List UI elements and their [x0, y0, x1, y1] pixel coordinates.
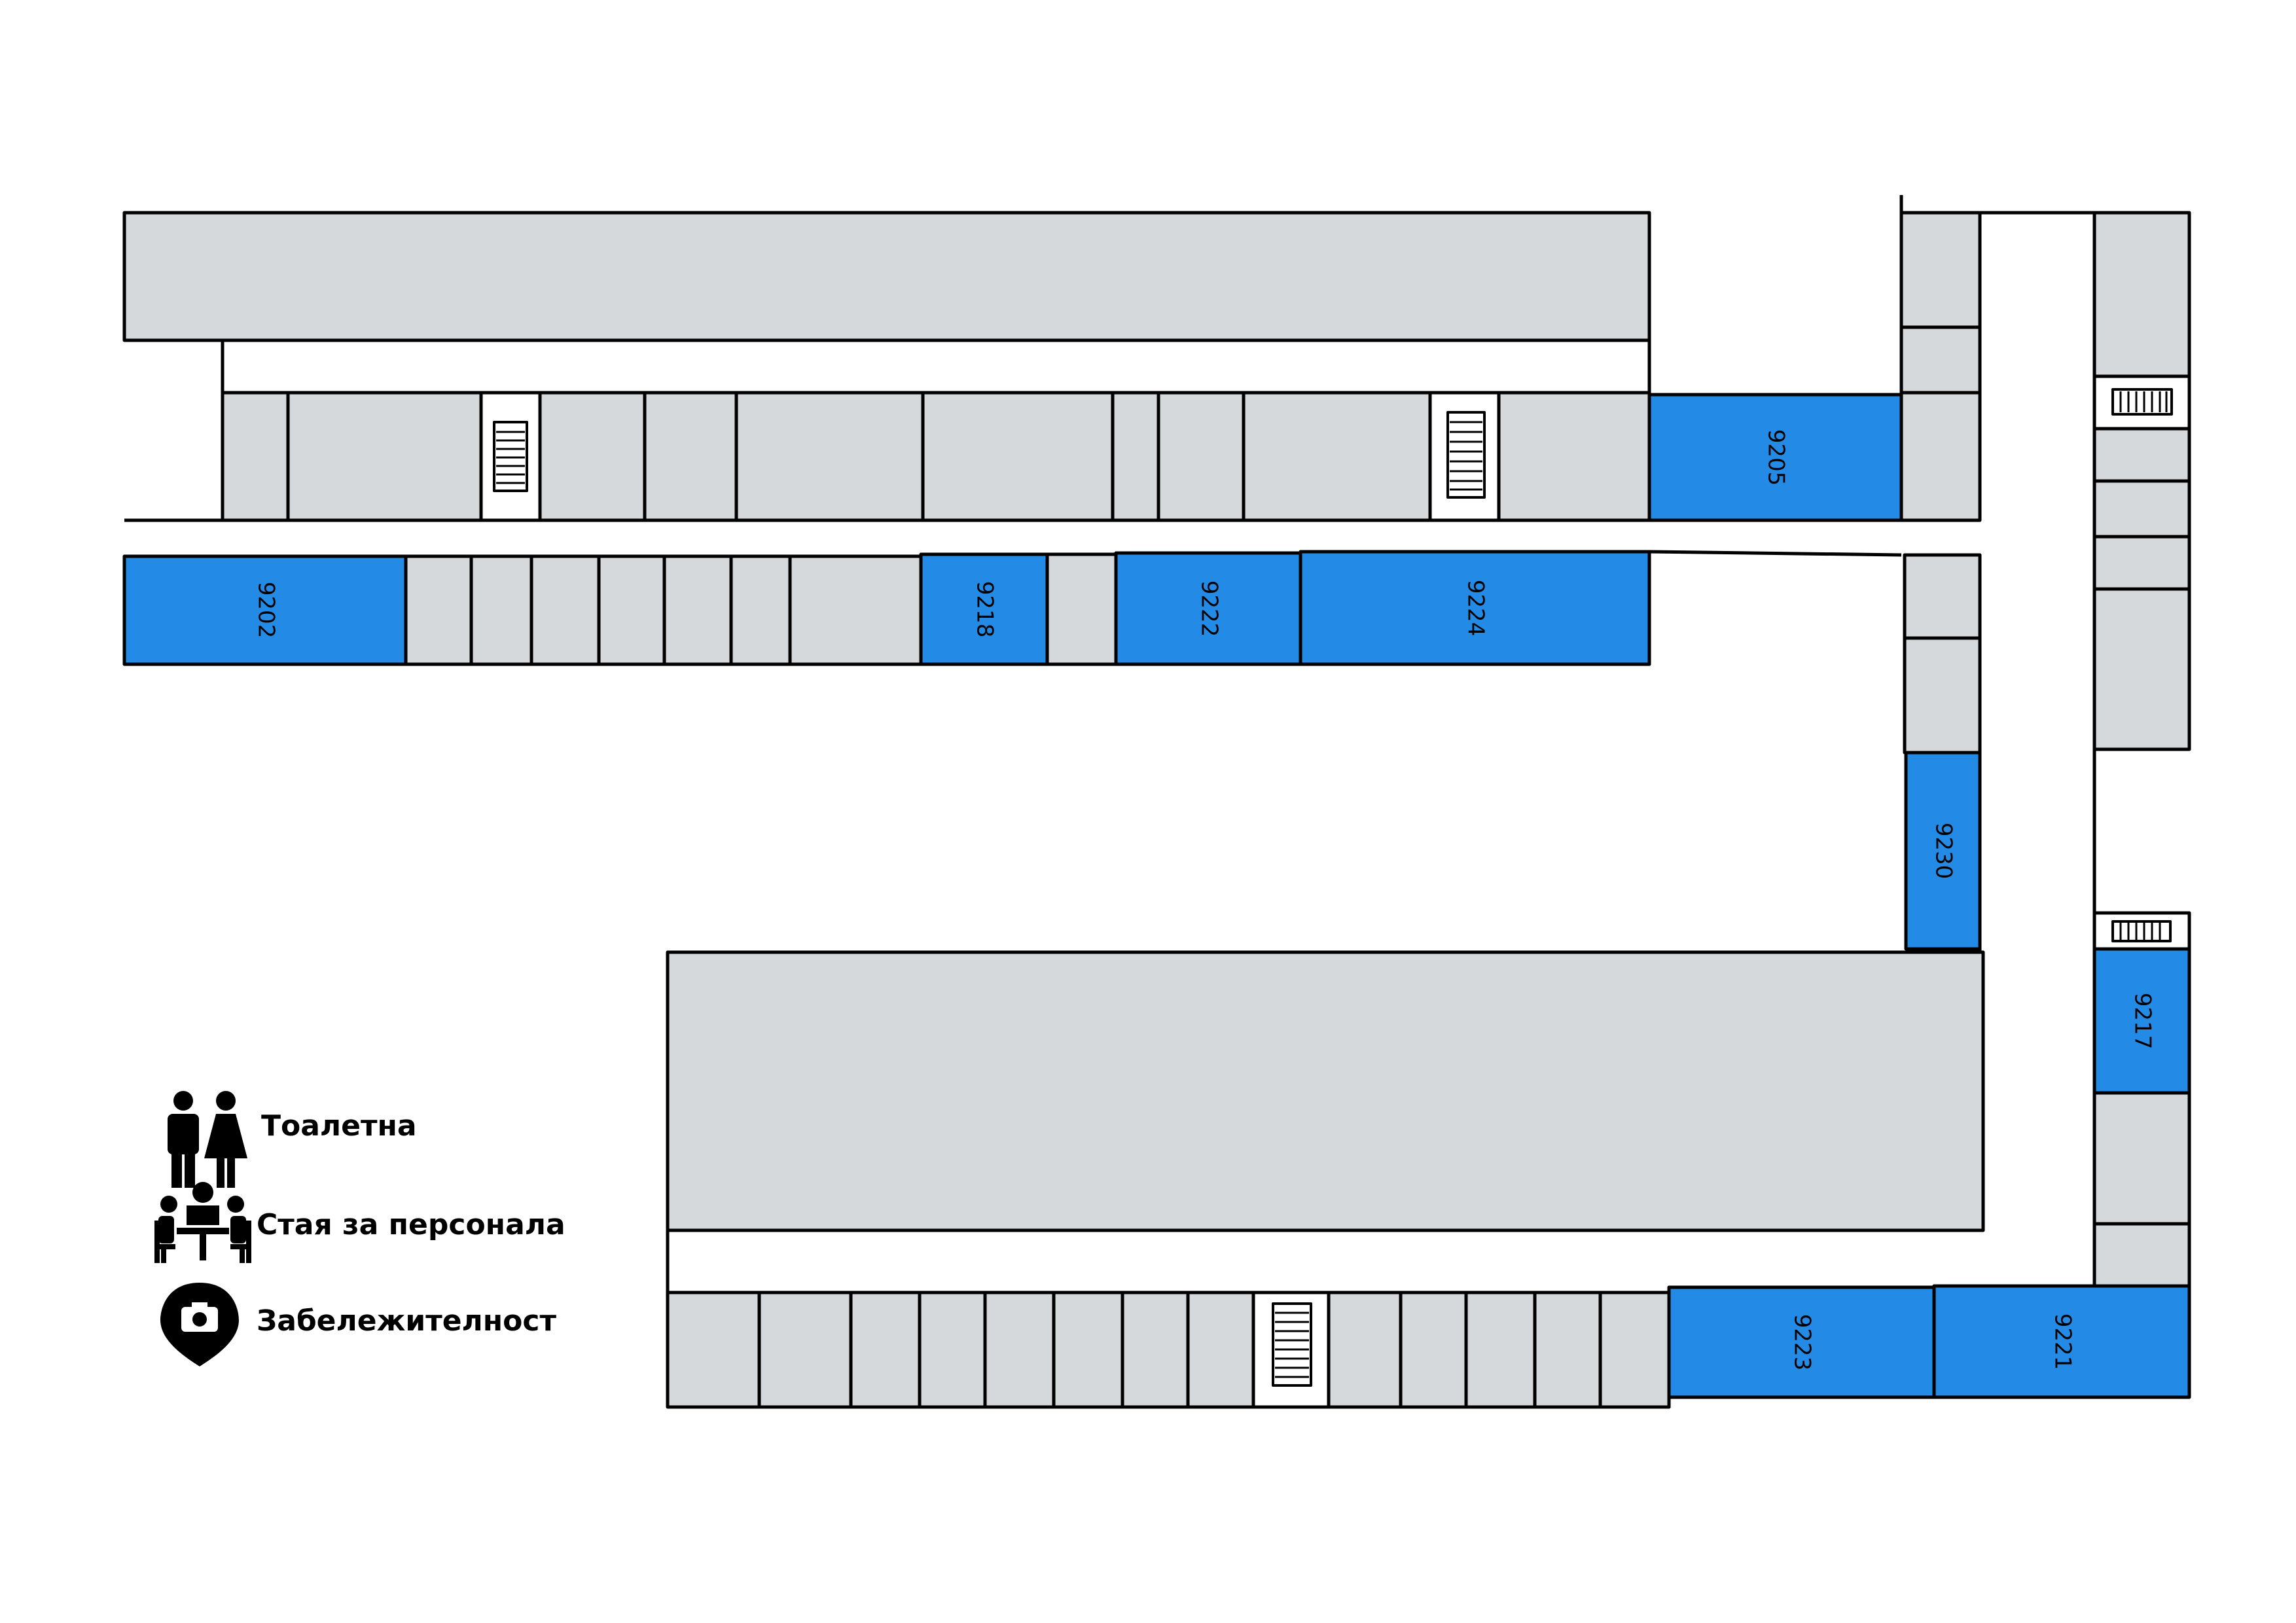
corridor-east-outer — [1978, 749, 2096, 959]
north-row-1 — [221, 391, 1903, 522]
legend-label-landmark: Забележителност — [257, 1304, 556, 1338]
legend-item-toilet: Тоалетна — [252, 1109, 417, 1143]
corridor-east-inner — [1899, 195, 2094, 215]
room-9218[interactable] — [919, 552, 1049, 666]
stairs-icon — [1446, 411, 1486, 499]
room[interactable] — [1903, 636, 1982, 755]
room-label-9221: 9221 — [2050, 1313, 2076, 1370]
room[interactable] — [1464, 1291, 1537, 1409]
stairs-icon — [1272, 1302, 1312, 1387]
room-label-9218: 9218 — [972, 581, 998, 638]
room-9223[interactable] — [1667, 1285, 1936, 1399]
room[interactable] — [918, 1291, 987, 1409]
room-9224[interactable] — [1299, 550, 1651, 666]
room-9202[interactable] — [122, 554, 408, 666]
stairs-icon — [493, 421, 528, 492]
room[interactable] — [1111, 391, 1160, 522]
legend-label-staff-room: Стая за персонала — [257, 1208, 565, 1241]
room[interactable] — [2092, 479, 2191, 539]
room[interactable] — [1533, 1291, 1602, 1409]
room[interactable] — [529, 554, 601, 666]
room[interactable] — [1903, 553, 1982, 640]
room[interactable] — [538, 391, 647, 522]
room[interactable] — [2092, 1222, 2191, 1288]
north-row-2 — [122, 550, 1651, 666]
room-block-south — [666, 950, 1985, 1232]
room[interactable] — [1327, 1291, 1403, 1409]
legend-item-landmark: Забележителност — [247, 1304, 556, 1338]
room[interactable] — [2092, 427, 2191, 483]
room-label-9230: 9230 — [1931, 823, 1957, 880]
room[interactable] — [469, 554, 533, 666]
room[interactable] — [286, 391, 483, 522]
corridor-edge — [1649, 550, 1902, 557]
room[interactable] — [2092, 211, 2191, 378]
legend-label-toilet: Тоалетна — [261, 1109, 417, 1143]
room[interactable] — [1598, 1291, 1671, 1409]
room[interactable] — [921, 391, 1115, 522]
room-block-north — [122, 211, 1651, 342]
room[interactable] — [1045, 552, 1118, 666]
camera-pin-icon — [160, 1283, 239, 1366]
room-9217[interactable] — [2092, 947, 2191, 1095]
room[interactable] — [2092, 587, 2191, 751]
room[interactable] — [983, 1291, 1056, 1409]
room[interactable] — [1157, 391, 1246, 522]
corridor-north — [124, 340, 1651, 522]
south-outline — [668, 1395, 2189, 1409]
south-row — [666, 1284, 2191, 1409]
legend-item-staff-room: Стая за персонала — [247, 1208, 565, 1241]
corridor-south — [666, 1224, 2096, 1293]
room-label-9224: 9224 — [1463, 580, 1489, 637]
room[interactable] — [1052, 1291, 1124, 1409]
room-9205[interactable] — [1647, 393, 1903, 522]
room[interactable] — [221, 391, 290, 522]
room-label-9202: 9202 — [253, 582, 279, 639]
stairs-icon — [2111, 388, 2173, 416]
room-label-9222: 9222 — [1196, 580, 1223, 637]
room[interactable] — [404, 554, 473, 666]
room[interactable] — [1242, 391, 1432, 522]
room[interactable] — [1497, 391, 1651, 522]
room-9230[interactable] — [1904, 751, 1982, 951]
room[interactable] — [1899, 391, 1982, 522]
staff-room-icon — [154, 1182, 251, 1263]
room-label-9205: 9205 — [1763, 429, 1789, 486]
room[interactable] — [757, 1291, 853, 1409]
toilet-icon — [168, 1091, 247, 1188]
room[interactable] — [666, 1291, 761, 1409]
room-label-9223: 9223 — [1789, 1314, 1816, 1371]
east-outer-column — [2092, 211, 2191, 1288]
room[interactable] — [2092, 1091, 2191, 1226]
room[interactable] — [643, 391, 738, 522]
legend — [154, 1091, 251, 1366]
room[interactable] — [1899, 211, 1982, 329]
room[interactable] — [1121, 1291, 1190, 1409]
room[interactable] — [734, 391, 925, 522]
room-9221[interactable] — [1932, 1284, 2191, 1399]
stairs-icon — [2111, 920, 2172, 942]
room-label-9217: 9217 — [2130, 993, 2156, 1050]
room[interactable] — [597, 554, 666, 666]
room[interactable] — [849, 1291, 922, 1409]
room[interactable] — [1899, 325, 1982, 395]
room[interactable] — [662, 554, 733, 666]
room[interactable] — [1186, 1291, 1255, 1409]
room[interactable] — [1399, 1291, 1468, 1409]
room[interactable] — [2092, 535, 2191, 591]
room[interactable] — [788, 554, 923, 666]
east-inner-column — [1899, 211, 1982, 951]
room[interactable] — [729, 554, 792, 666]
